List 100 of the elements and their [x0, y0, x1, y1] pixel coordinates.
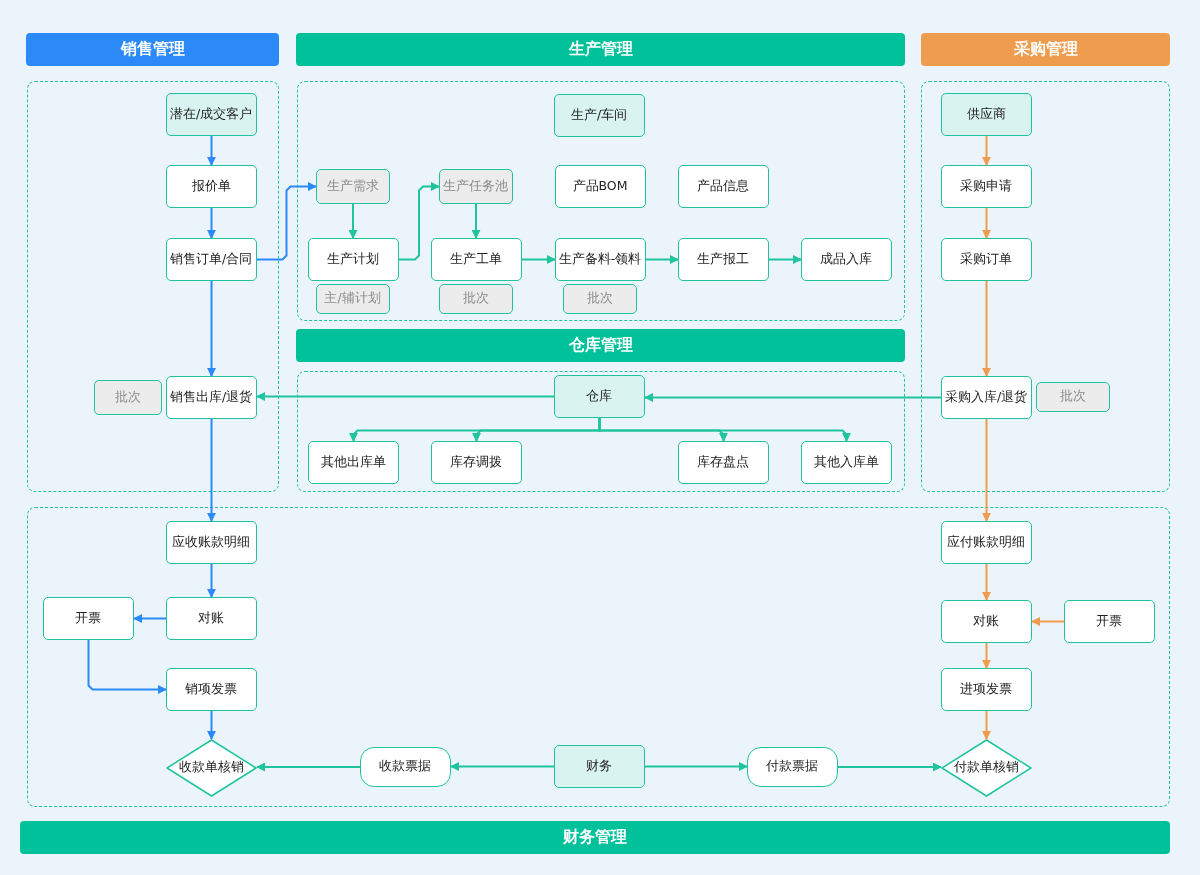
tag-box — [315, 168, 390, 204]
process-box — [940, 237, 1032, 281]
process-box — [553, 374, 645, 418]
tag-box — [438, 283, 513, 314]
arrow — [450, 762, 555, 771]
node-label: 采购管理 — [1013, 39, 1078, 60]
node-label: 采购订单 — [960, 250, 1012, 268]
node-label: 对账 — [973, 612, 999, 630]
arrow — [645, 255, 679, 264]
arrow — [982, 642, 991, 669]
arrow — [521, 255, 556, 264]
node-label: 其他入库单 — [813, 453, 879, 471]
process-box — [165, 375, 257, 419]
node-label: 潜在/成交客户 — [169, 105, 253, 123]
process-box — [800, 440, 892, 484]
dashed-region — [297, 81, 905, 321]
node-label: 批次 — [114, 388, 141, 406]
arrow — [207, 135, 216, 166]
arrow — [256, 182, 317, 261]
process-box — [800, 237, 892, 281]
decision-diamond — [165, 738, 257, 797]
tag-box — [562, 283, 637, 314]
node-label: 其他出库单 — [320, 453, 386, 471]
tag-box — [1035, 381, 1110, 412]
arrow — [644, 762, 748, 771]
node-label: 生产/车间 — [570, 106, 628, 124]
arrow — [207, 207, 216, 239]
tag-box — [93, 379, 162, 415]
process-box — [554, 237, 646, 281]
process-box — [553, 93, 645, 137]
node-label: 收款单核销 — [178, 759, 244, 776]
node-label: 财务管理 — [563, 827, 627, 848]
section-header-band — [921, 33, 1170, 66]
node-label: 库存盘点 — [697, 453, 749, 471]
arrow — [598, 417, 851, 442]
node-label: 收款票据 — [379, 758, 431, 775]
arrow — [348, 203, 358, 239]
node-label: 销项发票 — [185, 680, 237, 698]
section-header-band — [296, 329, 905, 362]
node-label: 对账 — [198, 609, 224, 627]
process-box — [940, 92, 1032, 136]
arrow — [768, 255, 802, 264]
section-header-band — [296, 33, 905, 66]
node-label: 成品入库 — [820, 250, 872, 268]
process-box — [677, 440, 769, 484]
process-box — [307, 237, 399, 281]
node-label: 仓库 — [586, 387, 612, 405]
node-label: 销售出库/退货 — [169, 388, 253, 406]
node-label: 生产计划 — [327, 250, 379, 268]
node-label: 产品BOM — [572, 177, 628, 195]
arrow — [837, 762, 942, 772]
node-label: 付款票据 — [766, 758, 818, 775]
process-box — [677, 237, 769, 281]
node-label: 批次 — [586, 290, 613, 307]
node-label: 采购申请 — [960, 177, 1012, 195]
node-label: 批次 — [462, 290, 489, 307]
arrow — [644, 393, 942, 402]
node-label: 付款单核销 — [953, 759, 1019, 776]
node-label: 生产备料-领料 — [558, 250, 642, 268]
node-label: 生产需求 — [326, 177, 379, 195]
arrow — [256, 392, 555, 401]
node-label: 报价单 — [191, 177, 231, 195]
arrow — [87, 639, 167, 694]
tag-box — [315, 283, 390, 314]
node-label: 仓库管理 — [568, 335, 633, 356]
arrow — [471, 203, 481, 239]
process-box — [1063, 599, 1155, 643]
arrow — [133, 614, 167, 623]
node-label: 生产管理 — [568, 39, 633, 60]
process-box — [165, 667, 257, 711]
arrow — [207, 418, 216, 522]
arrow — [1031, 617, 1065, 626]
tag-box — [438, 168, 513, 204]
process-box — [430, 237, 522, 281]
process-box — [677, 164, 769, 208]
arrow — [207, 563, 216, 598]
node-label: 生产报工 — [697, 250, 749, 268]
node-label: 主/辅计划 — [324, 290, 381, 307]
node-label: 应付账款明细 — [947, 533, 1025, 551]
node-label: 进项发票 — [960, 680, 1012, 698]
node-label: 开票 — [75, 609, 101, 627]
process-box — [940, 520, 1032, 564]
dashed-region — [297, 371, 905, 492]
node-label: 财务 — [586, 757, 612, 775]
process-box — [430, 440, 522, 484]
dashed-region — [921, 81, 1170, 492]
arrow — [982, 418, 991, 522]
node-label: 批次 — [1059, 388, 1086, 405]
process-box — [165, 237, 257, 281]
process-box — [554, 164, 646, 208]
node-label: 采购入库/退货 — [944, 388, 1028, 406]
arrow — [398, 182, 440, 261]
process-box — [165, 92, 257, 136]
node-label: 生产任务池 — [443, 177, 508, 195]
arrow — [982, 563, 991, 601]
process-box — [165, 164, 257, 208]
node-label: 开票 — [1096, 612, 1122, 630]
arrow — [982, 710, 991, 740]
dashed-region — [27, 507, 1170, 807]
decision-diamond — [940, 738, 1032, 797]
